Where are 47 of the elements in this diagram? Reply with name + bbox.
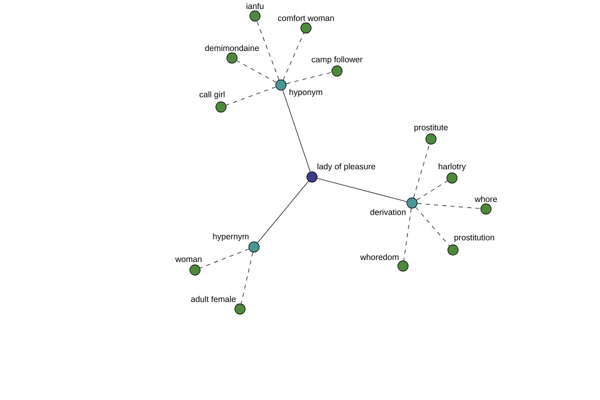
node-label: hyponym <box>290 88 322 97</box>
node-label: prostitution <box>454 234 494 242</box>
graph-node: whore <box>474 196 497 214</box>
graph-node: comfort woman <box>278 14 334 34</box>
graph-node: woman <box>175 257 202 276</box>
node-label: derivation <box>370 208 406 216</box>
connector-line <box>240 252 254 304</box>
node-label: hypernym <box>213 233 248 242</box>
node-label: lady of pleasure <box>318 163 376 172</box>
connector-line <box>416 180 448 200</box>
connector-line <box>417 203 481 209</box>
node-label: whore <box>474 196 497 202</box>
node-label: harlotry <box>438 163 466 172</box>
connector-line <box>226 86 276 106</box>
connector-line <box>404 208 412 261</box>
connector-line <box>257 180 309 244</box>
connector-line <box>256 20 280 80</box>
graph-node: lady of pleasure <box>306 163 376 182</box>
graph-node: whoredom <box>360 254 408 272</box>
graph-node: demimondaine <box>205 44 259 64</box>
node-label: camp follower <box>312 56 362 64</box>
connector-line <box>415 206 450 246</box>
node-label: demimondaine <box>205 44 259 52</box>
graph-node: hypernym <box>213 233 260 252</box>
graph-node: derivation <box>370 198 418 216</box>
node-label: call girl <box>200 91 224 100</box>
connector-line <box>286 72 332 84</box>
node-label: whoredom <box>360 254 398 260</box>
node-label: comfort woman <box>278 14 334 22</box>
connector-line <box>282 90 311 172</box>
graph-node: prostitute <box>414 124 448 144</box>
graph-node: prostitution <box>448 234 494 256</box>
graph-node: adult female <box>191 296 246 314</box>
connector-line <box>413 144 430 198</box>
graph-node: camp follower <box>312 56 362 76</box>
node-label: woman <box>175 257 202 262</box>
graph-node: harlotry <box>438 163 466 184</box>
node-label: ianfu <box>246 2 264 10</box>
connector-line <box>200 248 250 268</box>
graph-node: hyponym <box>276 80 322 97</box>
graph-node: call girl <box>200 91 226 112</box>
node-label: adult female <box>191 296 236 302</box>
node-label: prostitute <box>414 124 448 132</box>
connector-line <box>282 32 304 80</box>
graph-node: ianfu <box>246 2 264 22</box>
connector-line <box>317 178 407 202</box>
connector-line <box>236 60 276 83</box>
